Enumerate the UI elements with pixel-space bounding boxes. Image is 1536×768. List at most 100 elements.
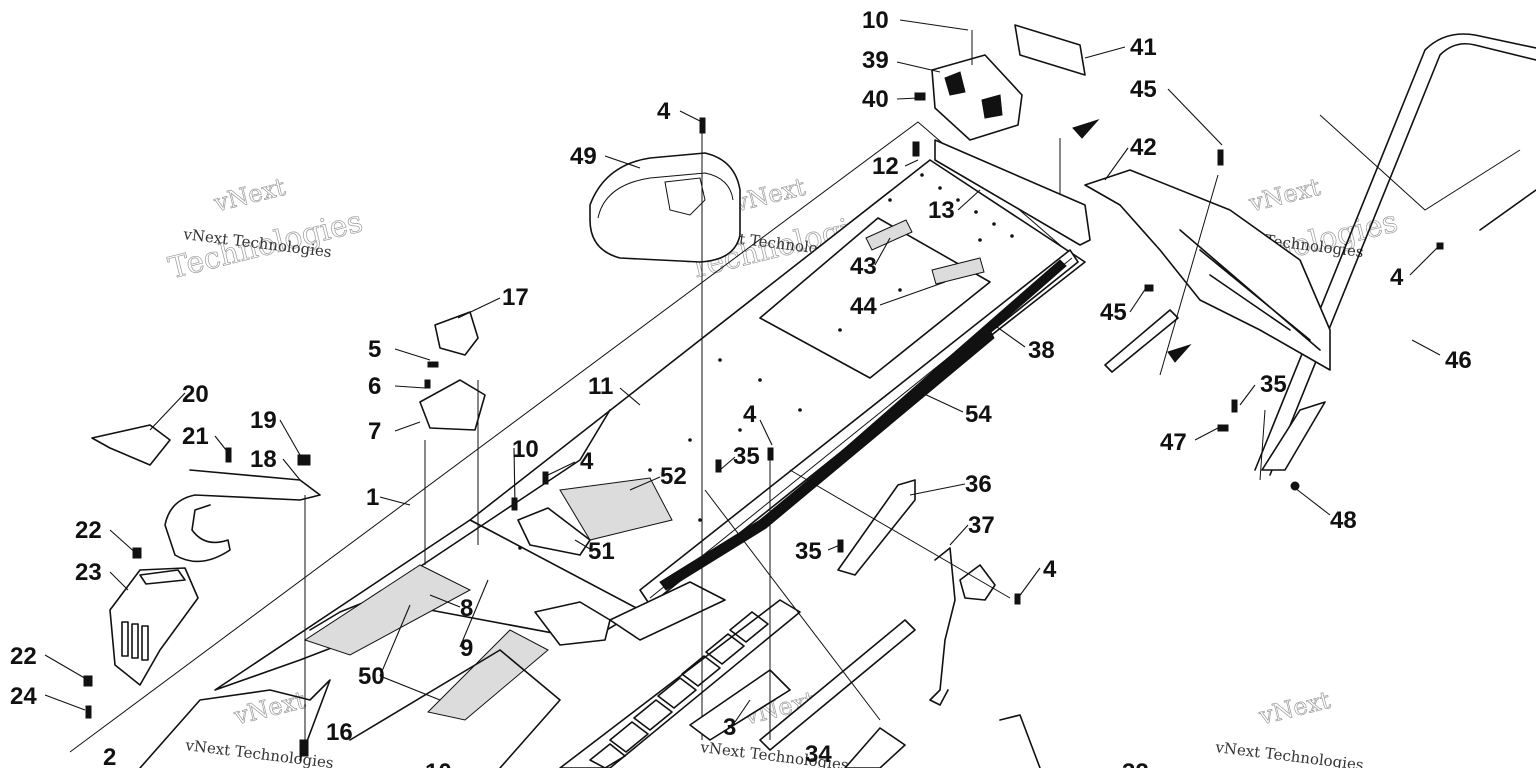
flap-guide-line-2 <box>1159 174 1219 376</box>
grip-pad-50-lower <box>426 629 549 721</box>
bracket-39-cutout-2 <box>981 94 1003 119</box>
running-board-slots <box>589 611 769 768</box>
bolt-12 <box>912 141 920 157</box>
bolt-35-leader <box>1259 409 1266 481</box>
callout-35: 35 <box>1260 371 1287 398</box>
callout-9: 9 <box>460 635 473 662</box>
watermark-vnext: vNext <box>210 173 288 218</box>
callout-19: 19 <box>250 407 277 434</box>
grip-pad-52 <box>559 477 673 541</box>
callout-39: 39 <box>862 47 889 74</box>
rivet-35a <box>1231 399 1238 413</box>
callout-4: 4 <box>580 448 594 475</box>
callout-54: 54 <box>965 401 992 428</box>
rivet-4c <box>542 471 549 485</box>
grab-bar-mount <box>1261 401 1326 471</box>
bracket-36 <box>837 479 916 576</box>
callout-10: 10 <box>862 7 889 34</box>
pin-4-leader <box>789 469 1011 599</box>
nut-22a <box>132 547 142 559</box>
plate-22 <box>139 569 186 585</box>
cooler-panel <box>759 217 991 379</box>
callout-10: 10 <box>425 759 452 768</box>
callout-2: 2 <box>103 744 116 768</box>
bolt-16 <box>299 739 309 757</box>
rear-grab-bar-46 <box>1254 33 1536 476</box>
callout-36: 36 <box>965 471 992 498</box>
bracket-51 <box>517 507 591 556</box>
callout-37: 37 <box>968 512 995 539</box>
callout-52: 52 <box>660 463 687 490</box>
part-32 <box>999 714 1041 768</box>
callout-34: 34 <box>805 741 832 768</box>
callout-6: 6 <box>368 373 381 400</box>
snow-flap-strip <box>1104 309 1179 373</box>
callout-10: 10 <box>512 436 539 463</box>
callout-18: 18 <box>250 446 277 473</box>
snow-flap-42 <box>1084 169 1331 371</box>
callout-40: 40 <box>862 86 889 113</box>
bracket-39 <box>931 54 1023 141</box>
callout-45: 45 <box>1130 76 1157 103</box>
running-board <box>139 581 801 768</box>
frame-bracket <box>609 581 726 641</box>
bolt-21 <box>225 447 232 463</box>
rivet-45b <box>1144 284 1154 292</box>
fasteners <box>83 92 1444 757</box>
rivet-4a <box>699 117 706 134</box>
callout-22: 22 <box>75 517 102 544</box>
grab-bar-inner <box>1254 33 1536 471</box>
bracket-13 <box>934 139 1091 246</box>
bolt-24 <box>85 705 92 719</box>
callout-23: 23 <box>75 559 102 586</box>
pouch-body <box>589 152 741 263</box>
callout-49: 49 <box>570 143 597 170</box>
callout-35: 35 <box>795 538 822 565</box>
rivet-6 <box>424 379 431 389</box>
callout-4: 4 <box>743 401 757 428</box>
callout-51: 51 <box>588 538 615 565</box>
grab-bar-leader <box>1319 114 1521 211</box>
bolt-40 <box>914 92 926 101</box>
callout-22: 22 <box>10 643 37 670</box>
nut-19 <box>297 454 311 466</box>
callout-35: 35 <box>733 443 760 470</box>
rod-35-leader <box>704 489 881 721</box>
grab-bar-outer <box>1269 42 1536 476</box>
callout-4: 4 <box>1390 264 1404 291</box>
callout-43: 43 <box>850 253 877 280</box>
callout-5: 5 <box>368 336 381 363</box>
tunnel-right-rail <box>639 249 1079 606</box>
rivet-35c <box>837 539 844 553</box>
callout-48: 48 <box>1330 507 1357 534</box>
lower-frame-rail <box>349 649 561 768</box>
callout-3: 3 <box>723 714 736 741</box>
callout-47: 47 <box>1160 429 1187 456</box>
callout-45: 45 <box>1100 299 1127 326</box>
grip-pad-50-upper <box>303 564 472 656</box>
callout-46: 46 <box>1445 347 1472 374</box>
callout-20: 20 <box>182 381 209 408</box>
callout-24: 24 <box>10 683 37 710</box>
rivet-4e <box>1014 593 1021 605</box>
decal-44 <box>931 257 985 285</box>
left-parts <box>91 311 486 740</box>
handle-18 <box>164 469 321 563</box>
direction-arrow-lower <box>1167 343 1192 363</box>
callout-11: 11 <box>588 373 613 400</box>
callout-41: 41 <box>1130 34 1157 61</box>
rivet-4b <box>1436 242 1444 250</box>
part-32-end <box>844 727 906 768</box>
watermark-text: vNext Technologies <box>1214 738 1365 768</box>
rivet-45 <box>1217 149 1224 166</box>
watermark-text: vNext Technologies <box>184 736 335 768</box>
watermark-vnext: vNext <box>730 173 808 218</box>
callout-42: 42 <box>1130 134 1157 161</box>
callout-50: 50 <box>358 663 385 690</box>
callout-8: 8 <box>460 595 473 622</box>
bracket-39-cutout <box>944 71 966 96</box>
callout-44: 44 <box>850 293 877 320</box>
snow-flap-ribs <box>1179 229 1321 351</box>
bracket-23-slots <box>121 621 149 661</box>
